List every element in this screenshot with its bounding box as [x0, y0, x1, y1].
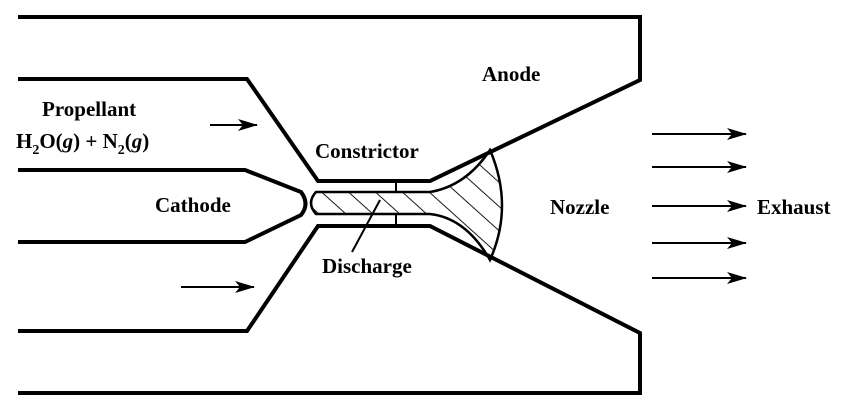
discharge-label: Discharge	[322, 254, 412, 278]
cathode-rod	[18, 168, 308, 244]
formula-gas-state-1: g	[62, 129, 74, 153]
formula-open-paren: (	[125, 129, 132, 153]
formula-close-paren: )	[142, 129, 149, 153]
formula-h-subscript: 2	[32, 143, 39, 158]
cathode-label: Cathode	[155, 193, 231, 217]
anode-label: Anode	[482, 62, 540, 86]
formula-n-subscript: 2	[118, 143, 125, 158]
formula-gas-state-2: g	[131, 129, 143, 153]
exhaust-label: Exhaust	[757, 195, 831, 219]
propellant-formula-label: H2O(g) + N2(g)	[16, 129, 149, 158]
nozzle-label: Nozzle	[550, 195, 609, 219]
anode-lower-wall	[18, 224, 642, 395]
propellant-label: Propellant	[42, 97, 136, 121]
formula-plus-n: ) + N	[73, 129, 118, 153]
formula-h: H	[16, 129, 32, 153]
formula-o: O(	[39, 129, 62, 153]
discharge-region	[309, 147, 504, 263]
anode-upper-wall	[18, 15, 642, 183]
constrictor-label: Constrictor	[315, 139, 419, 163]
discharge-leader-line	[351, 199, 381, 253]
